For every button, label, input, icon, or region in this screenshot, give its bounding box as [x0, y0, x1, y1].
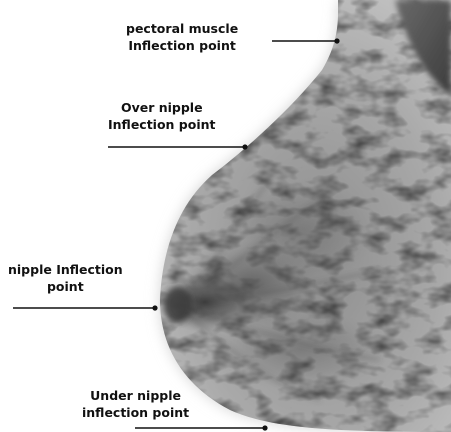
label-nipple-inflection-point: nipple Inflection point: [8, 261, 123, 295]
under-nipple-inflection-point: [262, 425, 267, 430]
label-under-nipple-inflection-point: Under nipple inflection point: [82, 387, 189, 421]
label-line: nipple Inflection: [8, 261, 123, 278]
label-line: Inflection point: [108, 116, 216, 133]
label-line: pectoral muscle: [126, 20, 238, 37]
label-over-nipple-inflection-point: Over nipple Inflection point: [108, 99, 216, 133]
label-pectoral-muscle-inflection-point: pectoral muscle Inflection point: [126, 20, 238, 54]
pectoral-inflection-point: [334, 38, 339, 43]
label-line: Inflection point: [126, 37, 238, 54]
over-nipple-inflection-point: [242, 144, 247, 149]
label-line: Over nipple: [108, 99, 216, 116]
label-line: Under nipple: [82, 387, 189, 404]
label-line: point: [8, 278, 123, 295]
breast-tissue: [150, 0, 451, 432]
label-line: inflection point: [82, 404, 189, 421]
nipple-inflection-point: [152, 305, 157, 310]
